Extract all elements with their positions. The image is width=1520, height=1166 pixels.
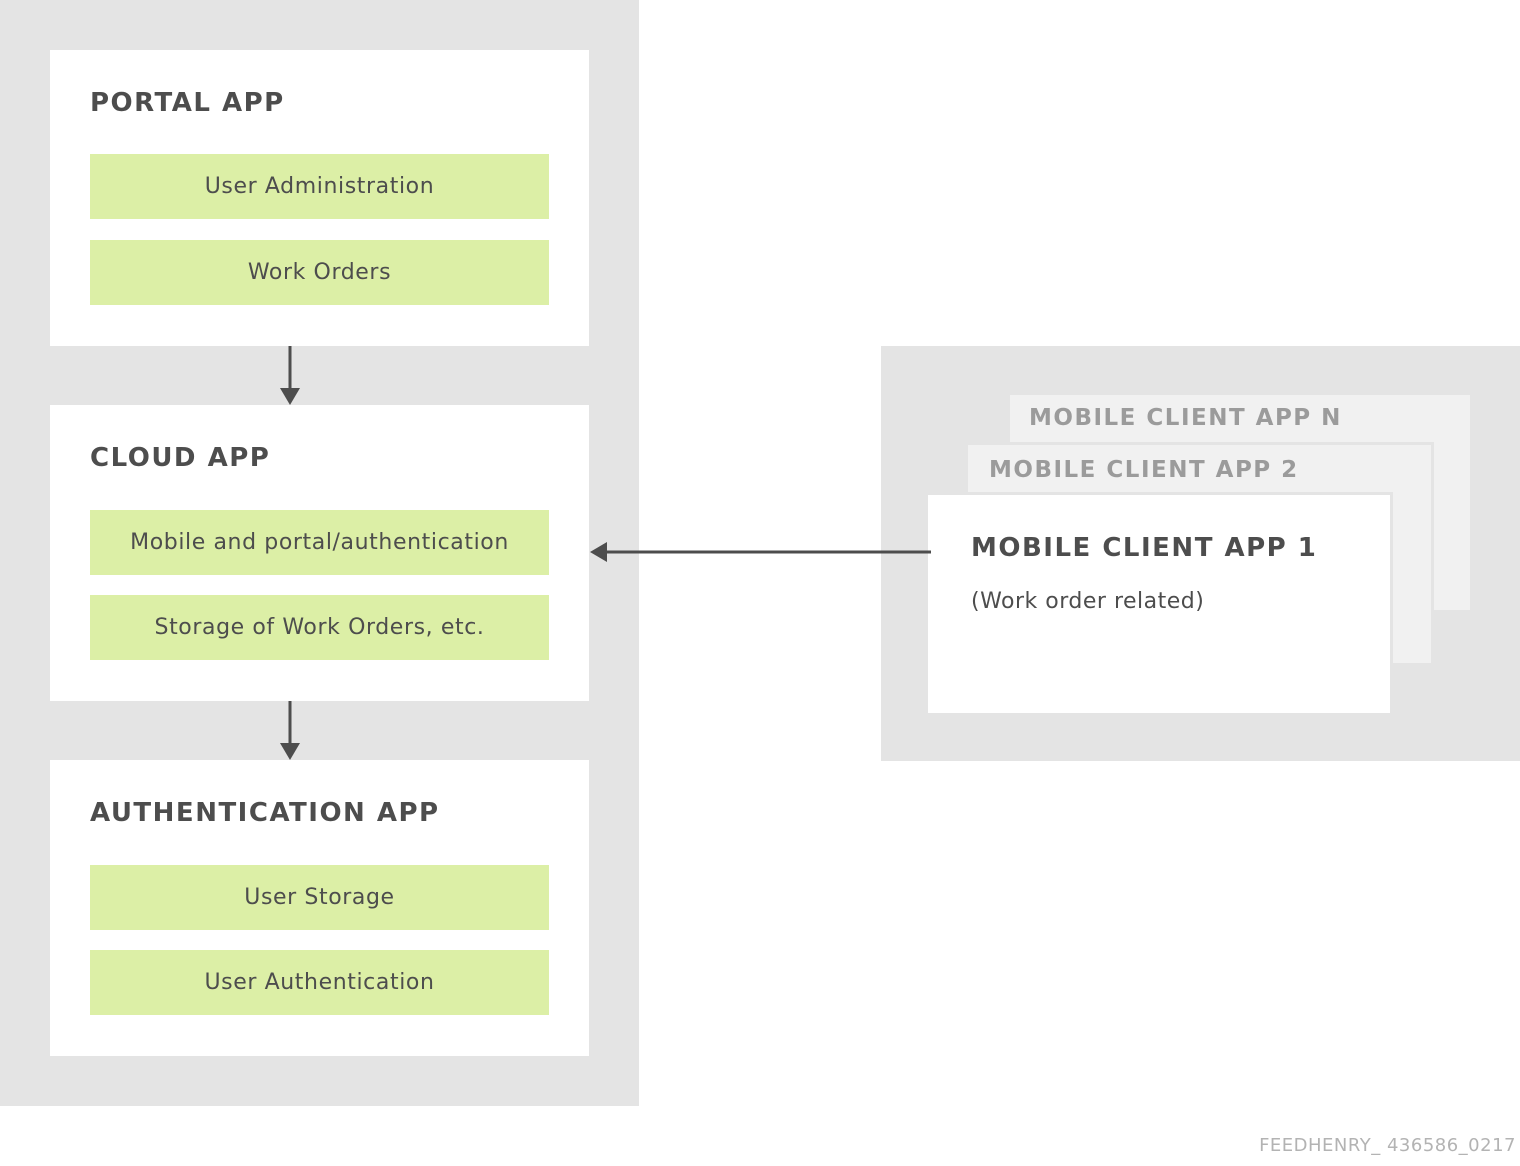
cloud-app-item-storage-work-orders: Storage of Work Orders, etc.: [90, 595, 549, 660]
authentication-app-card: AUTHENTICATION APP User Storage User Aut…: [50, 760, 589, 1056]
cloud-app-item-mobile-portal-auth: Mobile and portal/authentication: [90, 510, 549, 575]
authentication-app-item-user-authentication: User Authentication: [90, 950, 549, 1015]
cloud-to-auth-arrow-head: [280, 743, 300, 760]
mobile-client-app-1-subtitle: (Work order related): [971, 589, 1205, 614]
mobile-client-app-1-card: MOBILE CLIENT APP 1 (Work order related): [928, 492, 1393, 713]
portal-app-item-work-orders: Work Orders: [90, 240, 549, 305]
portal-app-item-user-administration: User Administration: [90, 154, 549, 219]
mobile-client-app-n-title: MOBILE CLIENT APP N: [1029, 405, 1342, 431]
portal-to-cloud-arrow-head: [280, 388, 300, 405]
mobile-to-cloud-arrow-head: [590, 542, 607, 562]
authentication-app-item-user-storage: User Storage: [90, 865, 549, 930]
cloud-app-card: CLOUD APP Mobile and portal/authenticati…: [50, 405, 589, 701]
mobile-client-app-1-title: MOBILE CLIENT APP 1: [971, 533, 1318, 563]
mobile-client-app-2-title: MOBILE CLIENT APP 2: [989, 457, 1299, 483]
portal-app-card: PORTAL APP User Administration Work Orde…: [50, 50, 589, 346]
cloud-app-title: CLOUD APP: [90, 443, 271, 473]
portal-app-title: PORTAL APP: [90, 88, 285, 118]
figure-code: FEEDHENRY_ 436586_0217: [1259, 1135, 1516, 1156]
authentication-app-title: AUTHENTICATION APP: [90, 798, 440, 828]
